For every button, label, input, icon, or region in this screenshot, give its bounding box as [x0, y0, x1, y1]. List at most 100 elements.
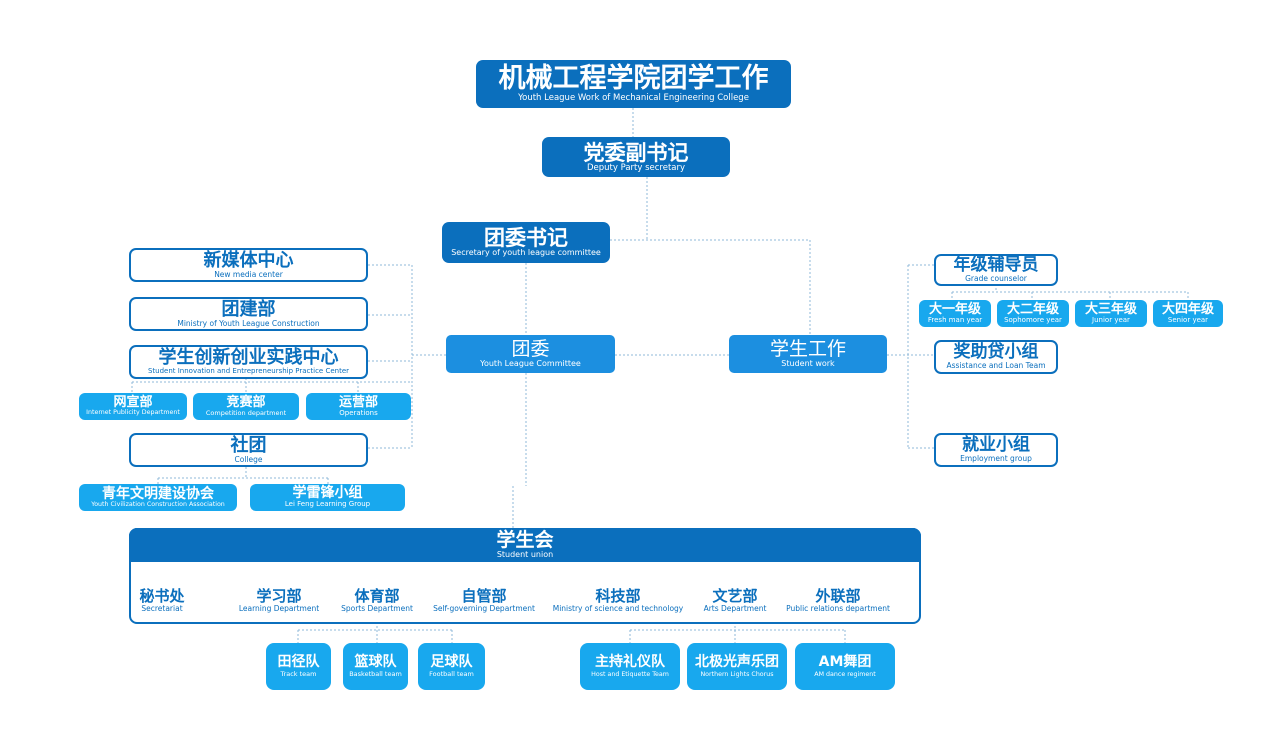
grade-2: 大二年级 Sophomore year — [997, 300, 1069, 327]
team-dance: AM舞团 AM dance regiment — [795, 643, 895, 690]
dept-secretariat-subtitle: Secretariat — [141, 603, 183, 613]
deputy-node: 党委副书记 Deputy Party secretary — [542, 137, 730, 177]
dept-science-subtitle: Ministry of science and technology — [552, 603, 684, 613]
grade-1: 大一年级 Fresh man year — [919, 300, 991, 327]
league-committee-subtitle: Youth League Committee — [480, 358, 581, 368]
college-subtitle: College — [234, 454, 263, 464]
counselor-node: 年级辅导员 Grade counselor — [934, 254, 1058, 286]
dept-secretariat-title: 秘书处 — [139, 588, 185, 606]
grade-2-title: 大二年级 — [1006, 302, 1059, 317]
college-node: 社团 College — [129, 433, 368, 467]
college-sub-2-title: 学雷锋小组 — [292, 485, 363, 502]
team-chorus-subtitle: Northern Lights Chorus — [700, 670, 774, 678]
team-chorus: 北极光声乐团 Northern Lights Chorus — [687, 643, 787, 690]
innovation-subtitle: Student Innovation and Entrepreneurship … — [147, 366, 350, 375]
root-subtitle: Youth League Work of Mechanical Engineer… — [518, 93, 749, 104]
dept-learning-subtitle: Learning Department — [238, 603, 320, 613]
deputy-subtitle: Deputy Party secretary — [586, 162, 686, 173]
innovation-sub-2-subtitle: Competition department — [205, 408, 287, 417]
team-football-subtitle: Football team — [429, 670, 474, 679]
college-sub-2-subtitle: Lei Feng Learning Group — [284, 500, 371, 509]
innovation-sub-2-title: 竞赛部 — [226, 395, 266, 411]
loan-subtitle: Assistance and Loan Team — [946, 360, 1046, 370]
student-union-title: 学生会 — [496, 528, 554, 551]
team-host: 主持礼仪队 Host and Etiquette Team — [580, 643, 680, 690]
employment-title: 就业小组 — [962, 435, 1030, 456]
team-football: 足球队 Football team — [418, 643, 485, 690]
grade-4-subtitle: Senior year — [1167, 315, 1209, 324]
root-title: 机械工程学院团学工作 — [498, 62, 769, 94]
team-chorus-title: 北极光声乐团 — [695, 653, 779, 670]
dept-self-governing-title: 自管部 — [461, 588, 507, 606]
team-basketball-subtitle: Basketball team — [349, 670, 402, 679]
team-basketball-title: 篮球队 — [354, 653, 397, 670]
student-work-node: 学生工作 Student work — [729, 335, 887, 373]
dept-arts-subtitle: Arts Department — [703, 603, 767, 613]
root-node: 机械工程学院团学工作 Youth League Work of Mechanic… — [476, 60, 791, 108]
dept-public-relations: 外联部 Public relations department — [780, 588, 896, 614]
construction-subtitle: Ministry of Youth League Construction — [177, 318, 320, 328]
innovation-sub-1-title: 网宣部 — [113, 395, 153, 411]
team-track-title: 田径队 — [277, 653, 320, 670]
dept-learning-title: 学习部 — [256, 588, 302, 606]
innovation-sub-2: 竞赛部 Competition department — [193, 393, 299, 420]
new-media-node: 新媒体中心 New media center — [129, 248, 368, 282]
dept-sports: 体育部 Sports Department — [335, 588, 419, 614]
grade-4-title: 大四年级 — [1161, 302, 1214, 317]
dept-arts-title: 文艺部 — [712, 588, 758, 606]
grade-3-subtitle: Junior year — [1092, 315, 1130, 324]
team-dance-subtitle: AM dance regiment — [814, 670, 876, 678]
student-union-header: 学生会 Student union — [129, 528, 921, 562]
dept-learning: 学习部 Learning Department — [228, 588, 330, 614]
employment-subtitle: Employment group — [960, 453, 1032, 463]
grade-3: 大三年级 Junior year — [1075, 300, 1147, 327]
innovation-sub-3-title: 运营部 — [338, 395, 378, 410]
college-sub-1: 青年文明建设协会 Youth Civilization Construction… — [79, 484, 237, 511]
league-committee-node: 团委 Youth League Committee — [446, 335, 615, 373]
new-media-subtitle: New media center — [214, 269, 283, 279]
innovation-title: 学生创新创业实践中心 — [158, 346, 339, 368]
grade-1-subtitle: Fresh man year — [927, 315, 983, 324]
team-host-subtitle: Host and Etiquette Team — [591, 670, 669, 678]
employment-node: 就业小组 Employment group — [934, 433, 1058, 467]
innovation-sub-1: 网宣部 Internet Publicity Department — [79, 393, 187, 420]
team-track-subtitle: Track team — [280, 670, 317, 679]
grade-1-title: 大一年级 — [928, 302, 981, 317]
college-sub-1-title: 青年文明建设协会 — [102, 485, 214, 502]
dept-self-governing: 自管部 Self-governing Department — [428, 588, 540, 614]
dept-secretariat: 秘书处 Secretariat — [130, 588, 194, 614]
secretary-node: 团委书记 Secretary of youth league committee — [442, 222, 610, 263]
grade-4: 大四年级 Senior year — [1153, 300, 1223, 327]
dept-science: 科技部 Ministry of science and technology — [548, 588, 688, 614]
dept-public-relations-title: 外联部 — [815, 588, 861, 606]
counselor-subtitle: Grade counselor — [965, 273, 1027, 283]
college-sub-2: 学雷锋小组 Lei Feng Learning Group — [250, 484, 405, 511]
innovation-sub-3-subtitle: Operations — [339, 408, 378, 417]
deputy-title: 党委副书记 — [583, 140, 689, 165]
dept-public-relations-subtitle: Public relations department — [786, 603, 890, 613]
team-basketball: 篮球队 Basketball team — [343, 643, 408, 690]
team-host-title: 主持礼仪队 — [595, 653, 665, 670]
innovation-sub-1-subtitle: Internet Publicity Department — [86, 409, 180, 417]
new-media-title: 新媒体中心 — [203, 249, 294, 271]
innovation-sub-3: 运营部 Operations — [306, 393, 411, 420]
construction-node: 团建部 Ministry of Youth League Constructio… — [129, 297, 368, 331]
dept-sports-title: 体育部 — [354, 588, 400, 606]
student-work-title: 学生工作 — [769, 337, 846, 360]
grade-2-subtitle: Sophomore year — [1004, 315, 1062, 324]
dept-arts: 文艺部 Arts Department — [696, 588, 774, 614]
college-sub-1-subtitle: Youth Civilization Construction Associat… — [91, 500, 225, 508]
loan-node: 奖助贷小组 Assistance and Loan Team — [934, 340, 1058, 374]
team-football-title: 足球队 — [430, 653, 473, 670]
dept-sports-subtitle: Sports Department — [341, 603, 413, 613]
innovation-node: 学生创新创业实践中心 Student Innovation and Entrep… — [129, 345, 368, 379]
student-union-subtitle: Student union — [496, 549, 554, 559]
counselor-title: 年级辅导员 — [953, 255, 1039, 276]
team-track: 田径队 Track team — [266, 643, 331, 690]
construction-title: 团建部 — [221, 298, 276, 320]
dept-science-title: 科技部 — [595, 588, 641, 606]
loan-title: 奖助贷小组 — [953, 342, 1039, 363]
secretary-subtitle: Secretary of youth league committee — [451, 248, 601, 258]
student-work-subtitle: Student work — [781, 358, 835, 368]
grade-3-title: 大三年级 — [1084, 302, 1137, 317]
